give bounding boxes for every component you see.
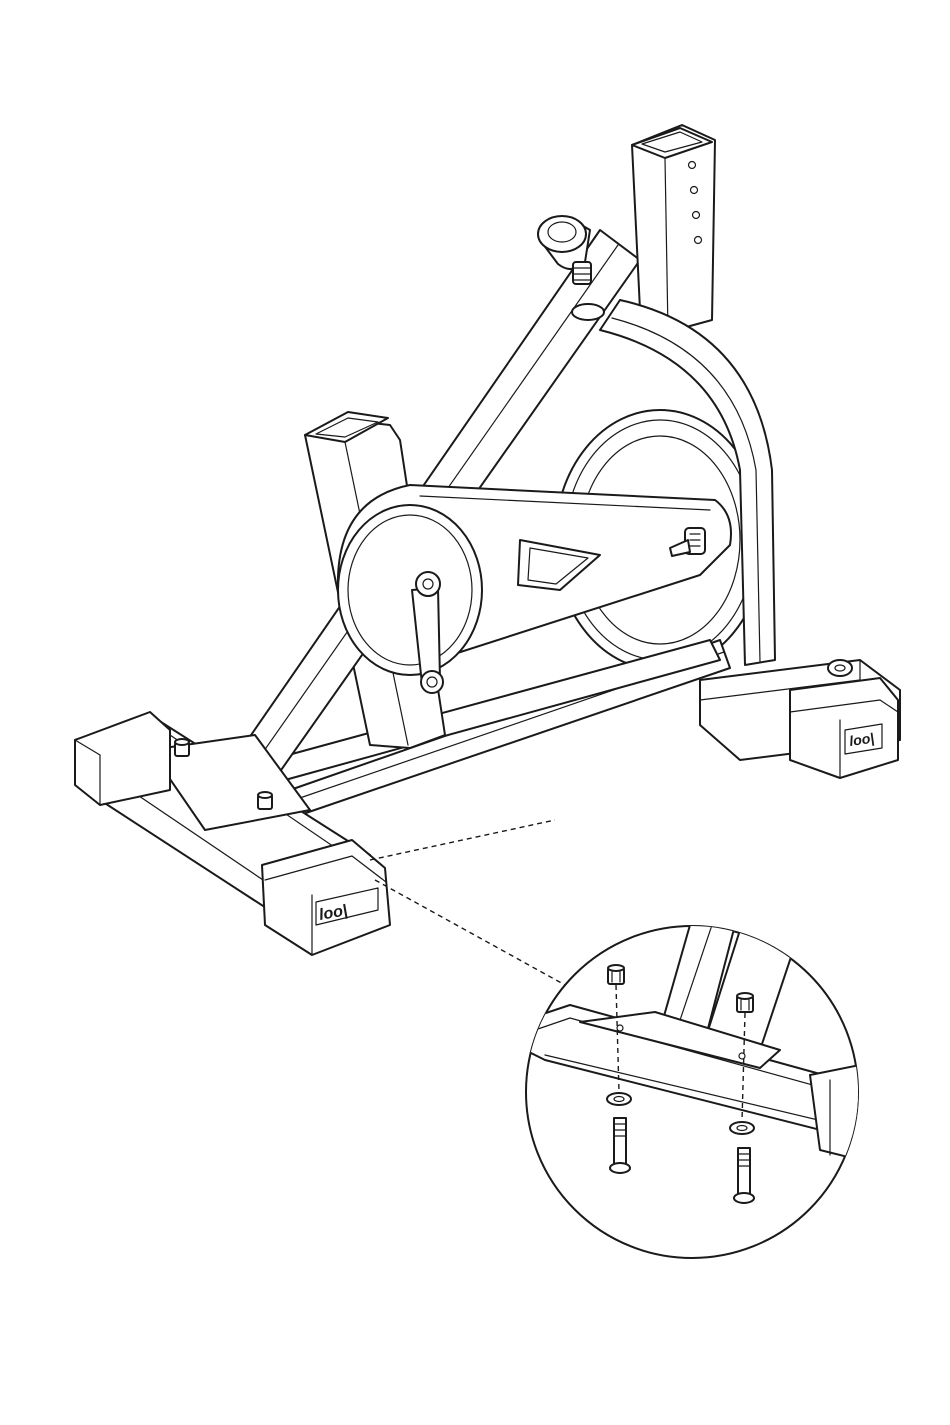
carriage-bolt-left bbox=[610, 1118, 630, 1173]
callout-leader-lines bbox=[370, 820, 565, 985]
detail-view bbox=[525, 925, 860, 1258]
rear-leveler-knob bbox=[828, 660, 852, 676]
washer-left bbox=[607, 1093, 631, 1105]
rear-end-cap: loo| bbox=[790, 678, 898, 778]
crank-disc bbox=[338, 505, 482, 675]
handlebar-post bbox=[632, 125, 715, 332]
cap-nut-left bbox=[608, 965, 624, 984]
carriage-bolt-right bbox=[734, 1148, 754, 1203]
washer-right bbox=[730, 1122, 754, 1134]
front-end-cap bbox=[75, 712, 170, 805]
cap-nut-right bbox=[737, 993, 753, 1012]
